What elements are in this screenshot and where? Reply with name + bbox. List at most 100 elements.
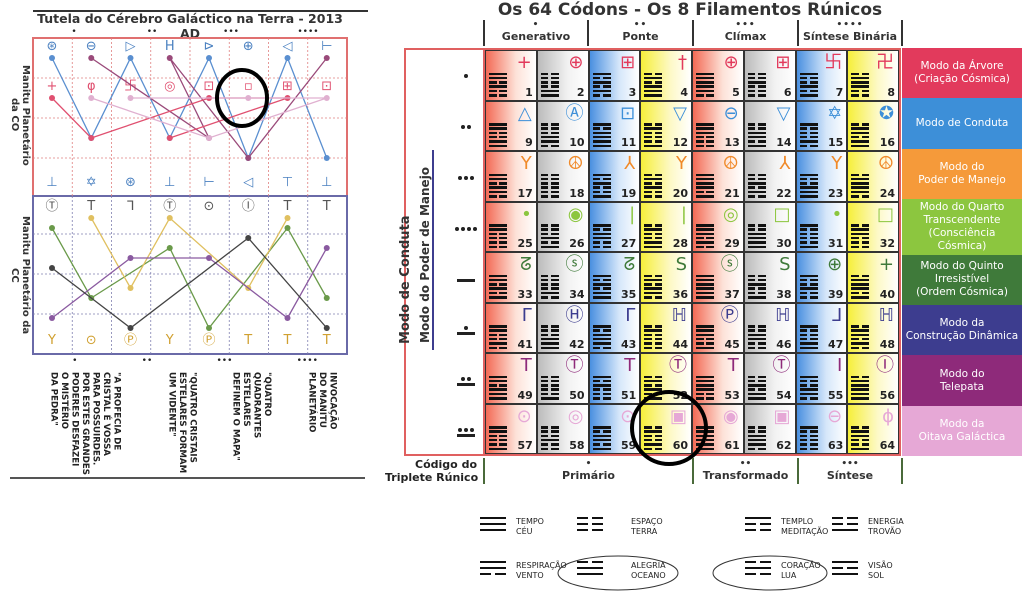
codon-cell-9[interactable]: △9: [485, 100, 537, 151]
codon-cell-18[interactable]: ☮18: [536, 151, 589, 202]
codon-cell-16[interactable]: ✪16: [847, 100, 899, 151]
codon-cell-60[interactable]: ▣60: [640, 403, 692, 454]
dot: [473, 226, 477, 231]
codon-cell-40[interactable]: +40: [847, 252, 899, 303]
codon-glyph-icon: Ⓣ: [669, 355, 687, 376]
diagram-glyph-icon: T: [243, 333, 252, 348]
diagram-glyph-icon: ⊙: [204, 199, 215, 214]
codon-number: 14: [776, 136, 792, 149]
dot: [458, 175, 462, 180]
codon-cell-14[interactable]: ▽ 14: [743, 100, 796, 151]
codon-cell-19[interactable]: ⅄19: [588, 151, 641, 202]
codon-cell-12[interactable]: ▽12: [640, 100, 692, 151]
node-dot: [323, 95, 330, 101]
codon-cell-59[interactable]: ⊙59: [588, 403, 641, 454]
codon-cell-13[interactable]: ⊖13: [692, 100, 744, 151]
diagram-glyph-icon: T: [86, 199, 95, 214]
hexagram-icon: [696, 374, 714, 400]
codon-cell-3[interactable]: ⊞3: [588, 50, 641, 101]
codon-glyph-icon: ᒧ: [831, 304, 843, 326]
codon-cell-5[interactable]: ⊕5: [692, 50, 744, 101]
codon-cell-31[interactable]: •31: [795, 201, 848, 252]
codon-cell-2[interactable]: ⊕2: [536, 50, 589, 101]
codon-cell-11[interactable]: ⊡11: [588, 100, 641, 151]
codon-cell-30[interactable]: □30: [743, 201, 796, 252]
hexagram-icon: [747, 121, 766, 147]
codon-cell-62[interactable]: ▣62: [743, 403, 796, 454]
codon-cell-27[interactable]: |27: [588, 201, 641, 252]
codon-number: 57: [517, 439, 533, 452]
codon-number: 23: [827, 186, 844, 200]
codon-cell-57[interactable]: ⊙57: [485, 403, 537, 454]
codon-glyph-icon: ▽: [776, 102, 791, 124]
codon-cell-29[interactable]: ◎29: [692, 201, 744, 252]
codon-cell-21[interactable]: ☮21: [692, 151, 744, 202]
hexagram-icon: [592, 222, 611, 248]
codon-number: 7: [835, 85, 844, 99]
hexagram-icon: [592, 172, 611, 198]
codon-cell-24[interactable]: ☮24: [847, 151, 899, 202]
codon-glyph-icon: 卐: [824, 52, 843, 73]
trigram-icon: [832, 561, 858, 581]
codon-cell-32[interactable]: □32: [847, 201, 899, 252]
codon-cell-28[interactable]: |28: [640, 201, 692, 252]
codon-cell-63[interactable]: ⊖63: [795, 403, 848, 454]
node-dot: [127, 55, 134, 61]
diagram-glyph-icon: φ: [87, 79, 96, 94]
hexagram-icon: [592, 374, 611, 400]
codon-cell-1[interactable]: +1: [485, 50, 537, 101]
codon-cell-15[interactable]: ✡15: [795, 100, 848, 151]
codon-glyph-icon: +: [878, 254, 894, 275]
trigram-name: TEMPO: [516, 517, 544, 526]
connection-line-8: [51, 237, 328, 329]
hexagram-icon: [540, 222, 559, 248]
codon-cell-26[interactable]: ◉26: [536, 201, 589, 252]
trigram-icon: [832, 517, 858, 537]
header-4: ••••Síntese Binária: [797, 20, 901, 46]
codon-cell-58[interactable]: ◎58: [536, 403, 589, 454]
codon-cell-39[interactable]: ⊕39: [795, 252, 848, 303]
codon-cell-4[interactable]: †4: [640, 50, 692, 101]
codon-cell-6[interactable]: ⊞6: [743, 50, 796, 101]
codon-cell-25[interactable]: •25: [485, 201, 537, 252]
header-dots: ••••: [836, 20, 864, 30]
numeral-bar: [457, 279, 475, 282]
codon-glyph-icon: ⊞: [775, 52, 791, 73]
footer-label: Síntese: [826, 469, 874, 482]
codon-cell-22[interactable]: ⅄22: [743, 151, 796, 202]
codon-cell-61[interactable]: ◉61: [692, 403, 744, 454]
